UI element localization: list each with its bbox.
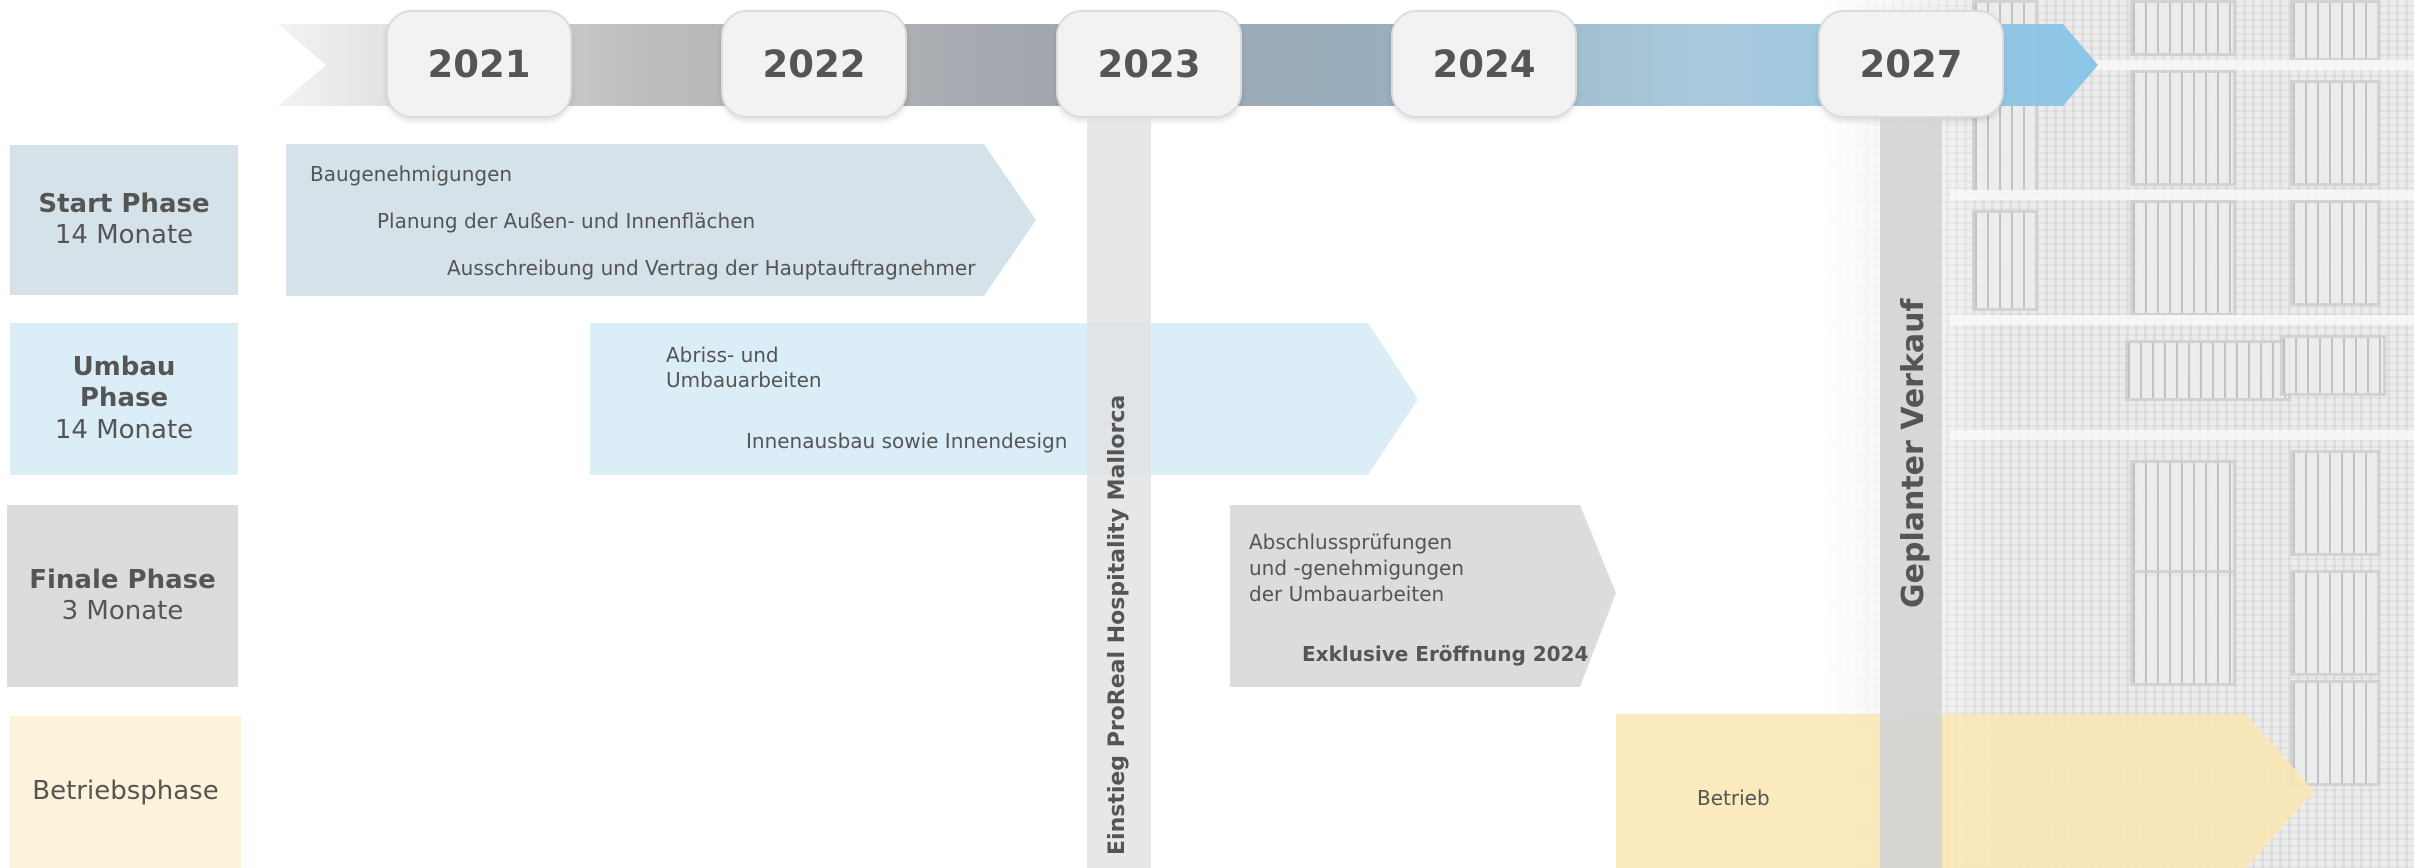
sale-marker-bar (1880, 118, 1942, 868)
entry-marker-label: Einstieg ProReal Hospitality Mallorca (1105, 394, 1130, 855)
finale-phase-arrow (1230, 505, 1616, 687)
entry-marker-bar (1087, 118, 1151, 868)
phase-title: Betriebsphase (32, 776, 219, 807)
phase-duration: 14 Monate (54, 414, 194, 445)
year-label-2023: 2023 (1056, 10, 1242, 118)
phase-label-betrieb: Betriebsphase (10, 716, 241, 868)
task-text: Ausschreibung und Vertrag der Hauptauftr… (447, 256, 976, 280)
phase-label-umbau: Umbau Phase 14 Monate (10, 323, 238, 475)
task-text: Umbauarbeiten (666, 368, 822, 392)
phase-label-start: Start Phase 14 Monate (10, 145, 238, 295)
task-text: Abriss- und (666, 343, 779, 367)
task-text: Planung der Außen- und Innenflächen (377, 209, 756, 233)
year-label-2024: 2024 (1391, 10, 1577, 118)
betrieb-phase-arrow (1616, 714, 2314, 868)
task-text: der Umbauarbeiten (1249, 582, 1445, 606)
phase-title: Umbau Phase (72, 352, 176, 414)
task-text: und -genehmigungen (1249, 556, 1465, 580)
year-label-2022: 2022 (721, 10, 907, 118)
start-phase-arrow (286, 144, 1036, 296)
task-text: Innenausbau sowie Innendesign (746, 429, 1068, 453)
task-text: Abschlussprüfungen (1249, 530, 1453, 554)
umbau-phase-arrow (590, 323, 1418, 475)
year-label-2021: 2021 (386, 10, 572, 118)
task-text-highlight: Exklusive Eröffnung 2024 (1302, 642, 1589, 666)
phase-label-finale: Finale Phase 3 Monate (7, 505, 238, 687)
year-label-2027: 2027 (1818, 10, 2004, 118)
task-text: Baugenehmigungen (310, 162, 513, 186)
task-text: Betrieb (1697, 786, 1770, 810)
phase-title: Start Phase (38, 188, 210, 219)
sale-marker-label: Geplanter Verkauf (1896, 298, 1931, 608)
phase-duration: 14 Monate (54, 220, 194, 250)
phase-title: Finale Phase (29, 564, 216, 595)
phase-duration: 3 Monate (61, 596, 184, 626)
